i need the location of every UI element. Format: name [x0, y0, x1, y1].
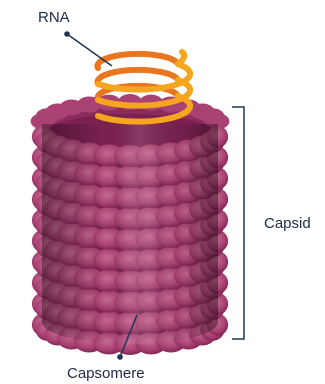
rna-label: RNA: [38, 9, 70, 26]
capsid-bracket: [232, 107, 244, 339]
capsid-shading: [42, 100, 218, 346]
rna-strand-tail: [178, 52, 184, 64]
rna-strand-back: [97, 54, 178, 68]
capsid-label: Capsid: [264, 215, 311, 232]
capsomere-label: Capsomere: [67, 365, 145, 382]
rna-leader-line: [67, 34, 112, 66]
rna-strand-back: [97, 70, 178, 84]
